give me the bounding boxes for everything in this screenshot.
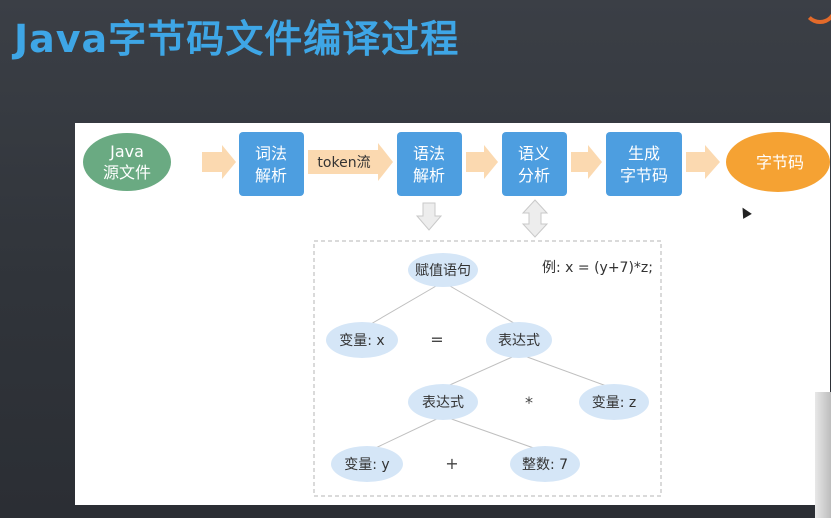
- tree-node-int-7-label: 整数: 7: [522, 457, 568, 473]
- tree-node-expression-2: [408, 384, 478, 420]
- syntax-label-1: 语法: [413, 144, 445, 163]
- java-source-node: [83, 133, 171, 191]
- semantic-label-1: 语义: [518, 144, 550, 163]
- logo-icon: [803, 0, 831, 24]
- syntax-label-2: 解析: [413, 166, 445, 185]
- semantic-double-arrow: [521, 199, 549, 238]
- tree-node-var-z-label: 变量: z: [592, 395, 637, 411]
- plus-operator: +: [445, 454, 458, 473]
- adjacent-window-edge: [815, 392, 831, 518]
- semantic-analysis-box: [502, 132, 567, 196]
- java-source-label-2: 源文件: [103, 163, 151, 182]
- lexical-label-1: 词法: [255, 144, 287, 163]
- bytecode-output-node: [726, 132, 830, 192]
- flow-arrow-3: [466, 145, 498, 179]
- lexical-analysis-box: [239, 132, 304, 196]
- tree-node-int-7: [510, 446, 580, 482]
- times-operator: *: [525, 393, 533, 412]
- tree-edges: [363, 281, 613, 453]
- tree-node-assignment-label: 赋值语句: [415, 263, 471, 279]
- equals-operator: =: [430, 330, 443, 349]
- tree-node-var-x-label: 变量: x: [339, 333, 384, 349]
- token-stream-arrow: [308, 143, 393, 181]
- lexical-label-2: 解析: [255, 166, 287, 185]
- tree-node-expression-1: [486, 322, 552, 358]
- flow-arrow-4: [571, 145, 602, 179]
- tree-node-expression-1-label: 表达式: [498, 333, 540, 349]
- tree-node-var-y-label: 变量: y: [344, 457, 389, 473]
- tree-node-var-z: [579, 384, 649, 420]
- generate-label-2: 字节码: [620, 166, 668, 185]
- example-expression: 例: x = (y+7)*z;: [542, 260, 653, 276]
- tree-node-var-x: [326, 322, 398, 358]
- syntax-down-arrow: [415, 202, 443, 231]
- java-source-label-1: Java: [109, 142, 144, 161]
- generate-bytecode-box: [606, 132, 682, 196]
- tree-node-var-y: [331, 446, 403, 482]
- bytecode-output-label: 字节码: [756, 153, 804, 172]
- flow-arrow-5: [686, 145, 720, 179]
- tree-node-expression-2-label: 表达式: [422, 395, 464, 411]
- semantic-label-2: 分析: [518, 166, 550, 185]
- syntax-analysis-box: [397, 132, 462, 196]
- token-stream-label: token流: [317, 155, 370, 171]
- flow-arrow-1: [202, 145, 236, 179]
- generate-label-1: 生成: [628, 144, 660, 163]
- tree-node-assignment: [408, 253, 478, 287]
- slide-title: Java字节码文件编译过程: [14, 17, 460, 61]
